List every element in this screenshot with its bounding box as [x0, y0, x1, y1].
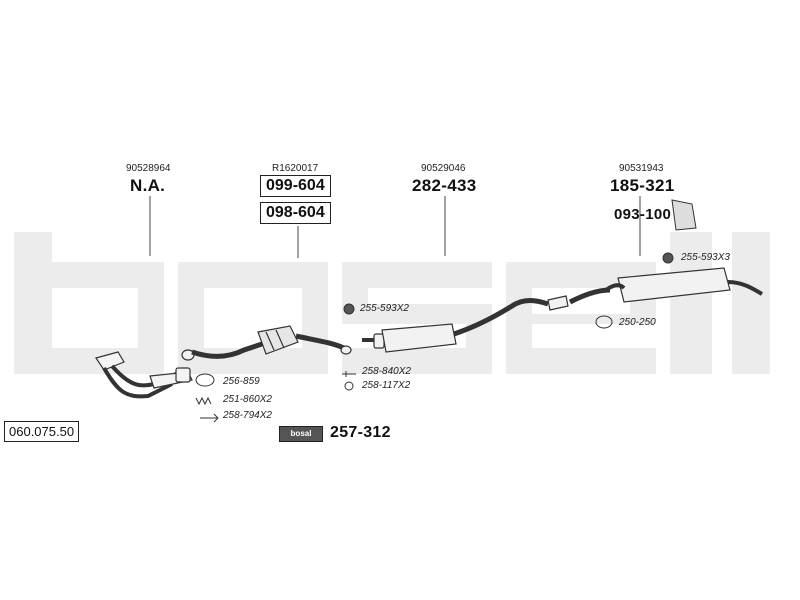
bolt-front-label: 258-794X2	[223, 410, 272, 421]
hanger-rear-label: 255-593X3	[681, 252, 730, 263]
column-4-part: 185-321	[610, 176, 675, 195]
column-3-part: 282-433	[412, 176, 477, 195]
column-2-ref: R1620017	[272, 163, 319, 174]
bosal-kit-logo: bosal	[279, 426, 323, 442]
side-part: 093-100	[614, 206, 672, 223]
column-4-ref: 90531943	[619, 163, 664, 174]
bolt-mid-icon	[342, 371, 356, 377]
gasket-front-icon	[195, 373, 215, 387]
rear-silencer-icon	[568, 267, 764, 305]
document-id: 060.075.50	[4, 421, 80, 442]
ring-mid-label: 258-117X2	[362, 380, 411, 391]
leader-lines	[149, 196, 641, 258]
hanger-rear-icon	[662, 252, 674, 264]
column-2-part-1: 099-604	[260, 175, 331, 197]
kit-part: 257-312	[330, 424, 391, 441]
bracket-icon	[671, 199, 697, 231]
front-pipe-icon	[95, 351, 193, 399]
column-1-part: N.A.	[130, 176, 166, 195]
spring-front-label: 251-860X2	[223, 394, 272, 405]
column-1-ref: 90528964	[126, 163, 171, 174]
gasket-front-label: 256-859	[223, 376, 260, 387]
center-silencer-icon	[362, 295, 569, 353]
hanger-mid-icon	[343, 303, 355, 315]
column-3-ref: 90529046	[421, 163, 466, 174]
bolt-front-icon	[200, 413, 219, 423]
hanger-mid-label: 255-593X2	[360, 303, 409, 314]
ring-mid-icon	[344, 381, 354, 391]
column-2-part-2: 098-604	[260, 202, 331, 224]
catalytic-converter-icon	[181, 325, 352, 361]
clamp-rear-label: 250-250	[619, 317, 656, 328]
bolt-mid-label: 258-840X2	[362, 366, 411, 377]
clamp-rear-icon	[595, 315, 613, 329]
spring-front-icon	[195, 396, 212, 406]
